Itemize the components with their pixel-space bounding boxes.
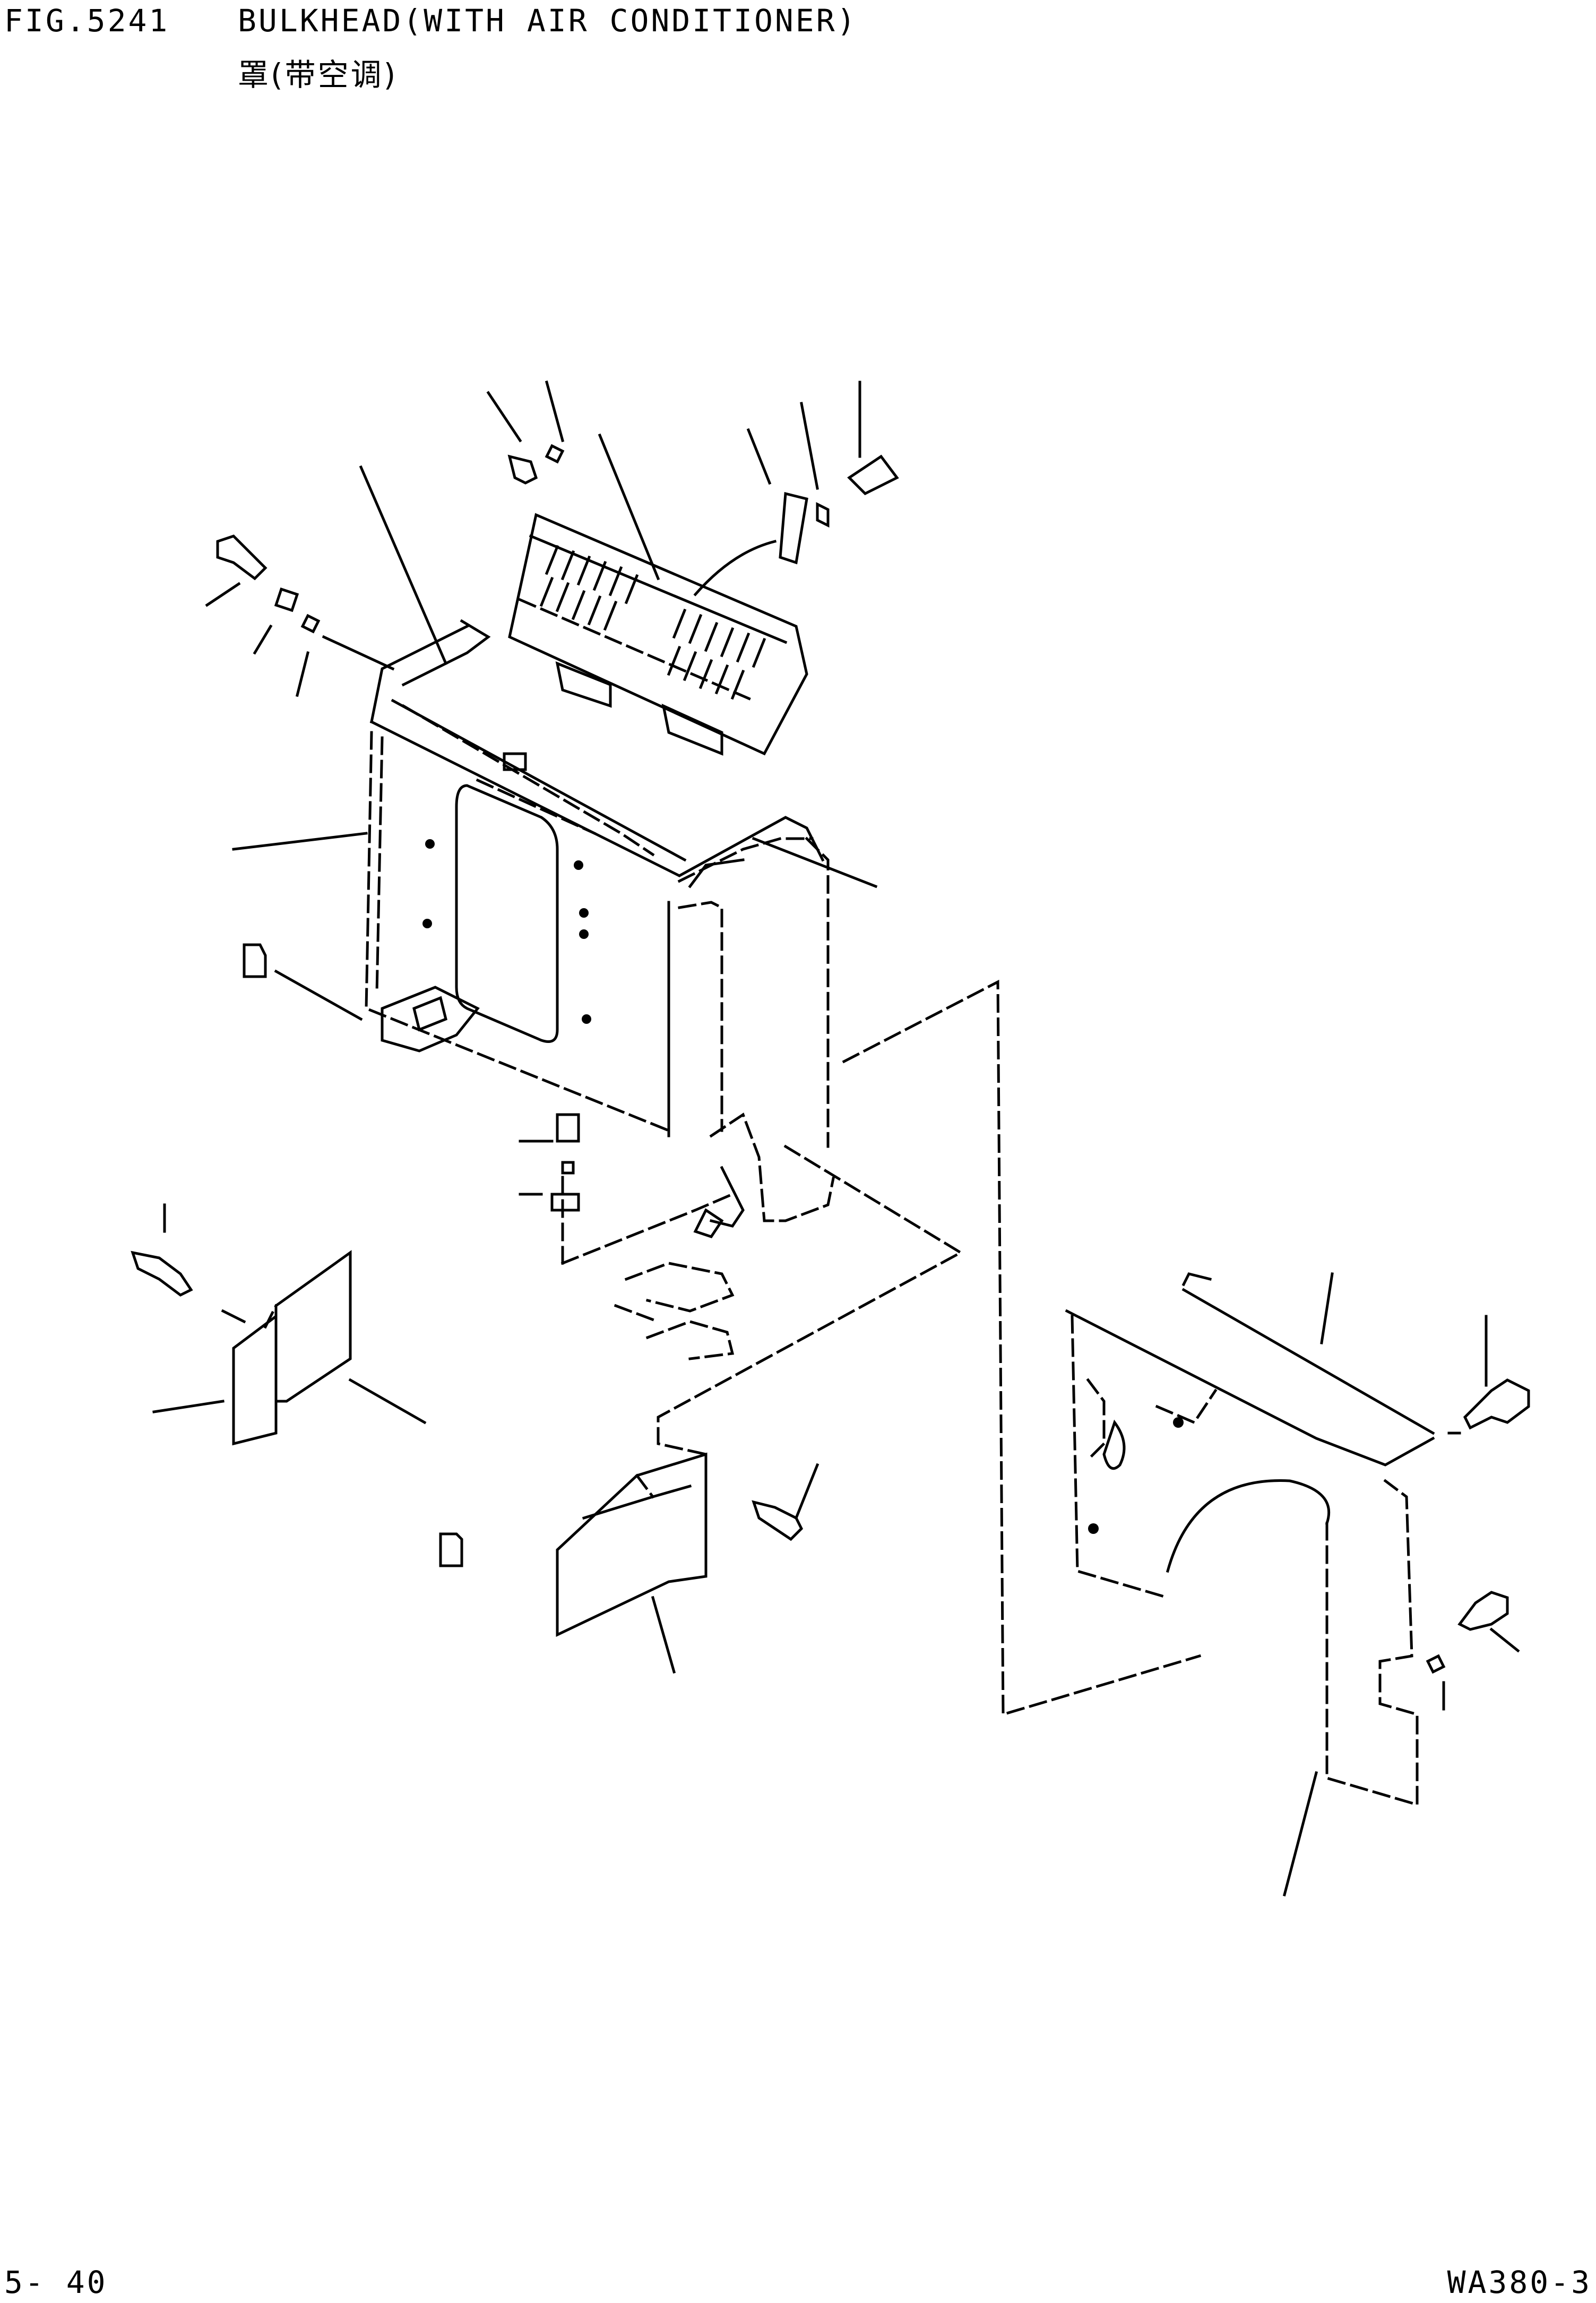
model-number: WA380-3 (1447, 2264, 1592, 2300)
page-number: 5- 40 (4, 2264, 108, 2300)
figure-number: FIG.5241 (4, 3, 170, 39)
clips (243, 943, 735, 1567)
mounting-bracket-right (1065, 1272, 1530, 1897)
side-cover-left (131, 1203, 352, 1446)
louver-grille (508, 433, 808, 756)
bulkhead-box (232, 465, 878, 1238)
side-cover-lower (556, 1452, 819, 1674)
upper-fasteners (205, 380, 899, 697)
figure-title: BULKHEAD(WITH AIR CONDITIONER) (238, 3, 858, 39)
connection-frame (560, 979, 1202, 1717)
figure-title-chinese: 罩(带空调) (238, 57, 398, 93)
